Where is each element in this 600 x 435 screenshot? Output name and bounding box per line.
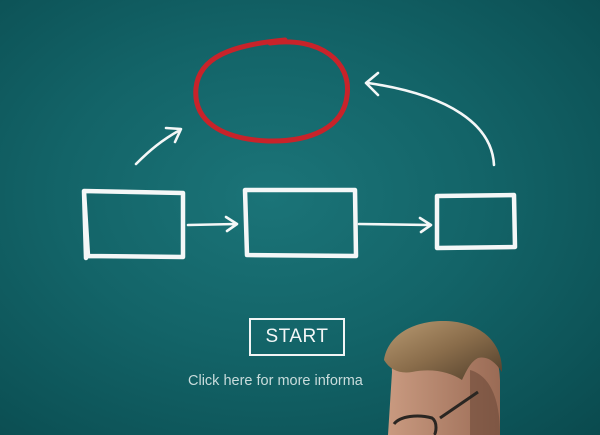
- red-circle-icon: [193, 37, 350, 144]
- arrow-2-icon: [357, 216, 433, 234]
- flowchart-box-2-icon: [242, 187, 359, 259]
- arrow-1-icon: [186, 215, 239, 233]
- start-button[interactable]: START: [249, 318, 345, 356]
- glasses-icon: [392, 390, 479, 435]
- flowchart-box-1-icon: [81, 188, 186, 261]
- more-info-link[interactable]: Click here for more informa: [188, 373, 363, 389]
- flowchart-box-3-icon: [434, 192, 518, 251]
- arrow-curve-icon: [364, 71, 496, 167]
- arrow-up-icon: [134, 126, 183, 166]
